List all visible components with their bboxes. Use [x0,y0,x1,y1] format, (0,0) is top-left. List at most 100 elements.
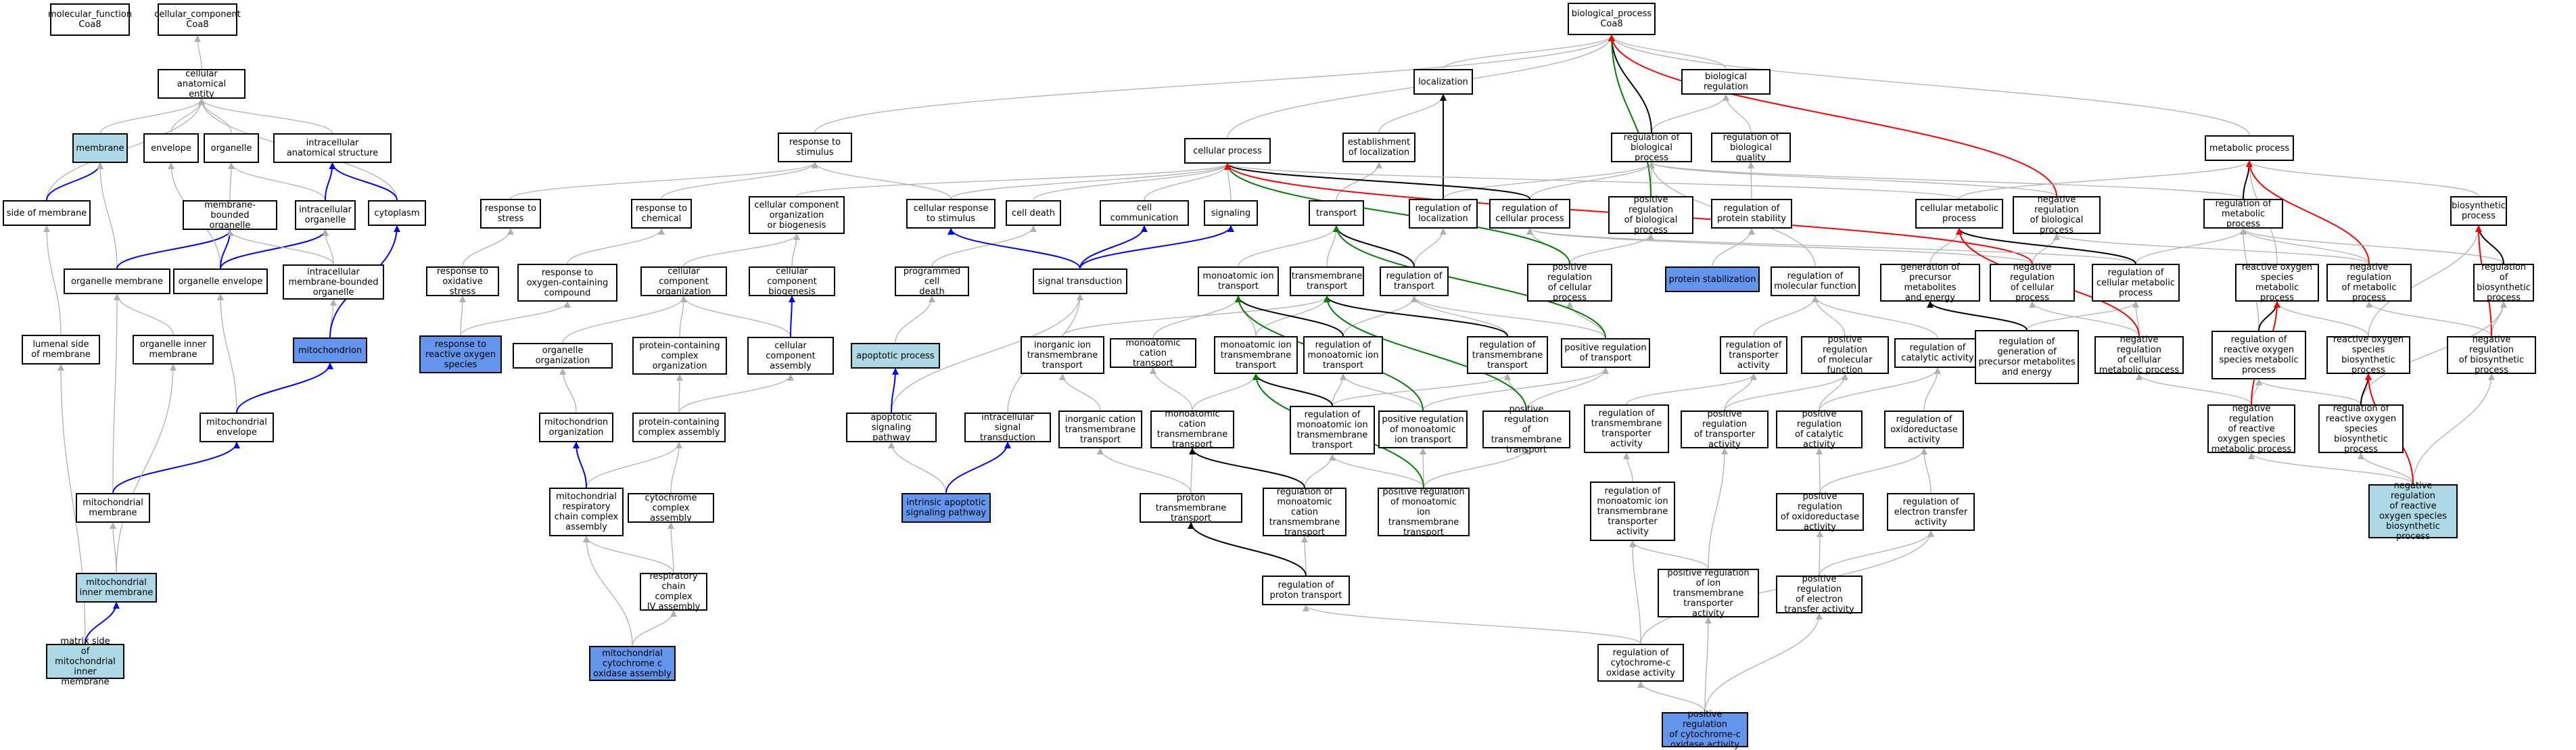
edge-is-a-posregoxact-to-regoxact [1819,448,1927,494]
term-node-negregbp: negative regulation of biological proces… [2013,195,2101,235]
edge-is-a-regprotstab-to-regbq [1748,162,1755,200]
edge-is-a-orgmem-to-membrane [97,162,118,269]
term-node-mct: monoatomic cation transport [1110,338,1196,369]
term-node-iasp: intrinsic apoptotic signaling pathway [901,493,991,523]
term-node-rtros: response to reactive oxygen species [419,335,502,373]
edge-is-a-imbo-to-intraorg [322,229,334,265]
edge-is-a-mcat-to-mct [1150,367,1193,411]
term-node-cca: cellular component assembly [747,337,834,375]
edge-regulates-regtmt-to-tmt [1324,296,1508,337]
edge-is-a-negregbiosyn-to-negregmp [2366,301,2492,337]
edge-is-a-cco-to-ccob [683,233,800,267]
edge-is-a-posregitta-to-regimtta [1629,540,1709,569]
edge-part-of-sigtrans-to-cellcomm [1079,225,1148,269]
edge-is-a-negregmp-to-regmp [2240,228,2370,264]
edge-regulates-regtransport-to-transport [1333,225,1415,267]
term-node-regprotstab: regulation of protein stability [1711,199,1792,229]
edge-negatively-regulates-negregbp-to-bp [1608,34,2057,197]
term-node-mitoenv: mitochondrial envelope [200,413,274,442]
edge-is-a-posregtmt-to-posregtransport [1526,367,1609,411]
term-node-negregcp: negative regulation of cellular process [1990,262,2075,303]
term-node-posregtransport: positive regulation of transport [1561,338,1650,368]
term-node-ccb: cellular component biogenesis [749,266,835,297]
edge-is-a-reggenprec-to-regcmp [2026,301,2139,331]
term-node-rosmp: reactive oxygen species metabolic proces… [2235,262,2319,303]
term-node-posregmitt: positive regulation of monoatomic ion tr… [1378,487,1470,538]
term-node-regmf: regulation of molecular function [1771,266,1860,296]
term-node-regbp: regulation of biological process [1611,133,1692,163]
edge-is-a-ias-to-cae [198,98,333,134]
term-node-posregcp: positive regulation of cellular process [1527,262,1612,303]
edge-is-a-mct-to-monoion [1152,296,1242,339]
edge-is-a-regmitt-to-regtmt [1332,373,1511,406]
edge-is-a-regta-to-regmf [1753,296,1819,337]
term-node-negregrosmp: negative regulation of reactive oxygen s… [2207,404,2295,454]
edge-is-a-iit-to-tmt [1062,296,1330,337]
edge-part-of-iasp-to-ist [945,442,1011,494]
term-node-mitomem: mitochondrial membrane [76,493,150,523]
term-node-biosyn: biosynthetic process [2450,196,2507,226]
term-node-posregcoxact: positive regulation of cytochrome-c oxid… [1662,709,1748,750]
edge-is-a-rtchem-to-rts [661,162,818,200]
edge-is-a-mcoxasm-to-rccivasm [632,610,677,647]
edge-is-a-regeta-to-regoxact [1921,448,1931,494]
term-node-cae: cellular anatomical entity [158,69,245,99]
term-node-apoptotic: apoptotic process [851,343,940,369]
term-node-regrosbp: regulation of reactive oxygen species bi… [2318,404,2404,454]
term-node-signaling: signaling [1204,200,1258,226]
edge-is-a-asp-to-sigtrans [891,294,1083,413]
term-node-cytoplasm: cytoplasm [368,200,426,226]
term-node-rccivasm: respiratory chain complex IV assembly [640,571,707,612]
term-node-localization: localization [1413,69,1473,95]
edge-is-a-ccb-to-ccob [791,233,800,267]
edge-is-a-regcoxact-to-regpt [1303,605,1641,644]
edge-is-a-rtocc-to-rtchem [567,228,665,264]
edge-is-a-regcp-to-regbp [1529,162,1655,200]
edge-part-of-cytoplasm-to-ias [329,162,398,201]
edge-is-a-metab-to-bp [1608,34,2250,136]
edge-positively-regulates-posregtmt-to-tmt [1324,296,1527,411]
term-node-regcatact: regulation of catalytic activity [1894,338,1981,368]
edge-is-a-regbiosyn-to-regmp [2240,228,2504,264]
edge-part-of-asp-to-apoptotic [891,368,899,413]
edge-is-a-posregcp-to-posregbp [1569,233,1654,264]
term-node-negregrosbp: negative regulation of reactive oxygen s… [2368,481,2458,542]
edge-is-a-regcoxact-to-regimtta [1629,540,1641,644]
term-node-regcp: regulation of cellular process [1489,199,1570,229]
term-node-posregitta: positive regulation of ion transmembrane… [1658,568,1759,619]
edge-is-a-negregcmp-to-negregcp [2029,301,2140,337]
term-node-rtocc: response to oxygen-containing compound [517,264,617,302]
edge-is-a-rts-to-bp [814,34,1615,133]
term-node-organelle: organelle [204,133,259,163]
term-node-ccob: cellular component organization or bioge… [749,196,845,234]
term-node-sideofmem: side of membrane [3,200,91,226]
term-node-regbiosyn: regulation of biosynthetic process [2473,262,2534,303]
edge-regulates-regcmp-to-cellmetab [1956,228,2136,264]
edge-is-a-rtos-to-rtstress [462,228,514,267]
edge-is-a-cyca-to-pcca [670,442,682,494]
term-node-crts: cellular response to stimulus [906,199,996,229]
edge-is-a-ccob-to-cellproc [796,163,1231,197]
edge-is-a-regoxact-to-regcatact [1923,367,1941,411]
term-node-posregbp: positive regulation of biological proces… [1608,195,1693,235]
edge-is-a-mitoinner-to-mitomem [110,522,117,573]
edge-is-a-posregoxact-to-posregcatact [1816,448,1823,494]
edge-is-a-posregmitt-to-regmitt [1329,454,1424,488]
edge-is-a-cellmetab-to-metab [1959,160,2253,200]
term-node-regcoxact: regulation of cytochrome-c oxidase activ… [1597,644,1684,682]
edge-is-a-membrane-to-cae [99,98,205,134]
term-node-rtos: response to oxidative stress [426,266,499,297]
edge-is-a-negregcp-to-negregbp [2032,233,2060,264]
edge-is-a-rccivasm-to-mrcca [583,536,674,573]
term-node-sigtrans: signal transduction [1033,268,1127,294]
edge-is-a-intraorg-to-organelle [228,162,326,201]
edge-is-a-regrosbp-to-regbiosyn [2360,301,2507,405]
term-node-envelope: envelope [143,133,199,163]
term-node-regtta: regulation of transmembrane transporter … [1584,404,1669,453]
term-node-posregoxact: positive regulation of oxidoreductase ac… [1776,492,1864,532]
term-node-regpt: regulation of proton transport [1262,576,1350,605]
term-node-orgenv: organelle envelope [173,268,268,294]
edge-part-of-mitoenv-to-mito [236,362,333,413]
term-node-rtchem: response to chemical [631,199,692,229]
